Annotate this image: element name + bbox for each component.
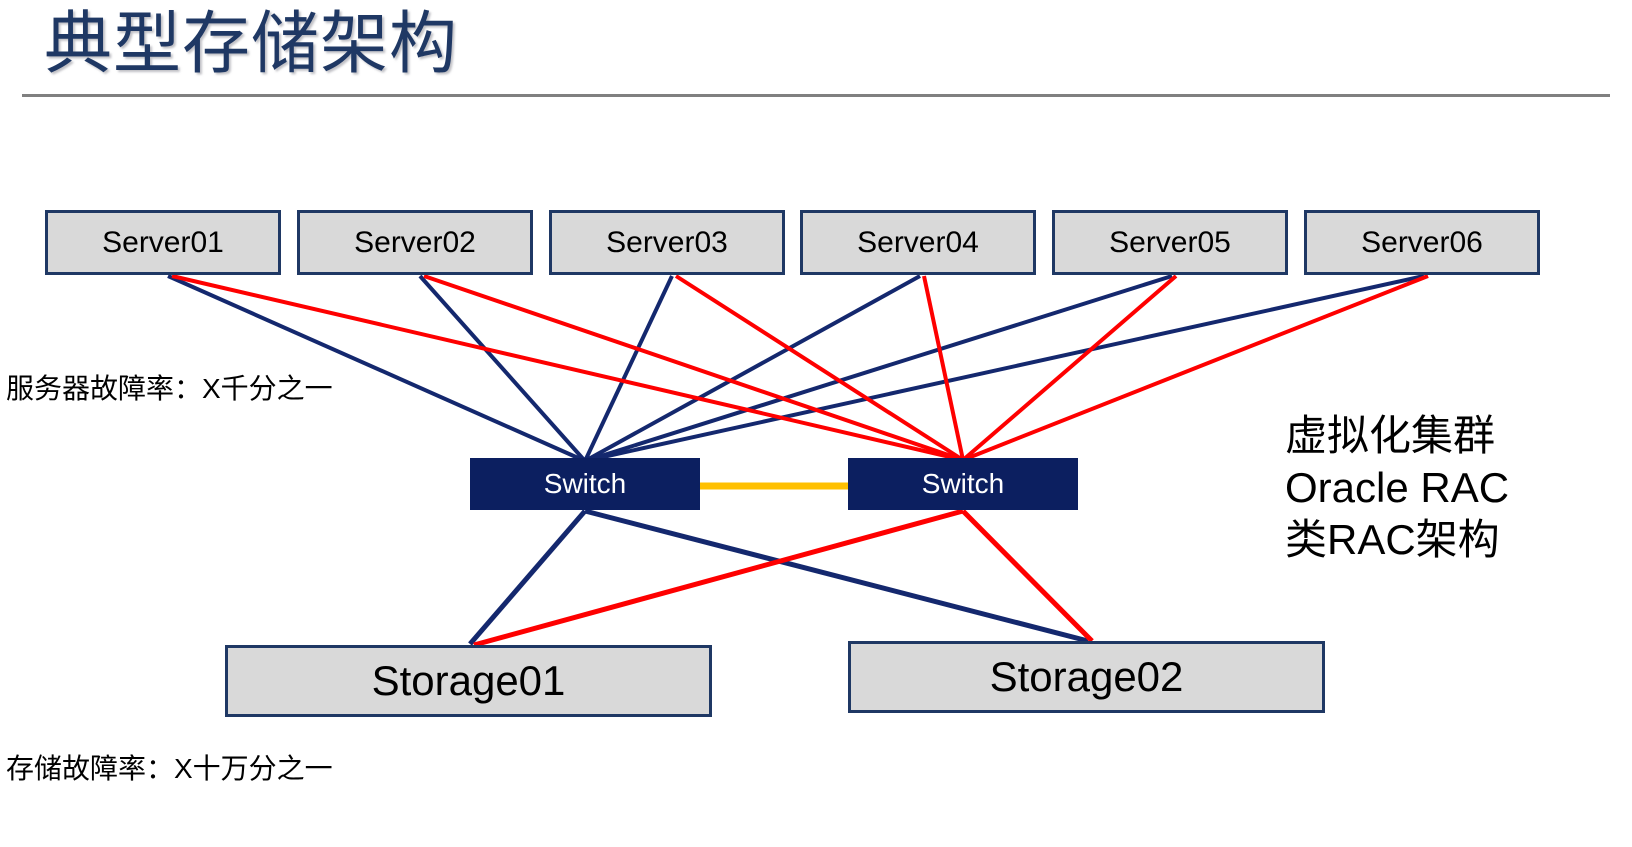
title-area: 典型存储架构 (0, 0, 1632, 100)
node-label: Server03 (606, 225, 728, 259)
link-switch-a-to-storage02 (584, 508, 1089, 644)
link-server04-to-switch-a (584, 274, 921, 463)
link-server04-to-switch-b (922, 275, 965, 461)
title-divider (22, 94, 1610, 97)
node-server-05[interactable]: Server05 (1052, 210, 1288, 275)
link-switch-b-to-storage02 (961, 509, 1094, 643)
link-server03-to-switch-a (583, 275, 674, 462)
node-switch-a[interactable]: Switch (470, 458, 700, 510)
node-storage-02[interactable]: Storage02 (848, 641, 1325, 713)
page-title: 典型存储架构 (44, 6, 459, 82)
node-label: Switch (543, 468, 627, 499)
node-switch-b[interactable]: Switch (848, 458, 1078, 510)
node-server-04[interactable]: Server04 (800, 210, 1036, 275)
server-failure-rate-note: 服务器故障率：X千分之一 (6, 373, 333, 404)
storage-failure-rate-note: 存储故障率：X十万分之一 (6, 753, 333, 784)
link-switch-a-to-storage01 (468, 509, 587, 646)
link-server02-to-switch-b (423, 274, 964, 462)
node-label: Storage02 (989, 653, 1184, 700)
node-storage-01[interactable]: Storage01 (225, 645, 712, 717)
node-server-06[interactable]: Server06 (1304, 210, 1540, 275)
cluster-note-line-2: Oracle RAC (1285, 464, 1510, 511)
node-label: Switch (921, 468, 1005, 499)
link-server03-to-switch-b (674, 274, 965, 462)
link-switch-b-to-storage01 (473, 508, 964, 648)
node-label: Server02 (354, 225, 476, 259)
node-label: Server06 (1361, 225, 1483, 259)
node-label: Server01 (102, 225, 224, 259)
node-label: Server04 (857, 225, 979, 259)
node-server-03[interactable]: Server03 (549, 210, 785, 275)
node-server-01[interactable]: Server01 (45, 210, 281, 275)
link-server05-to-switch-b (961, 274, 1178, 462)
cluster-note: 虚拟化集群 Oracle RAC 类RAC架构 (1285, 410, 1509, 566)
node-label: Storage01 (371, 657, 566, 704)
link-server05-to-switch-a (584, 274, 1173, 463)
link-server01-to-switch-a (167, 274, 586, 463)
link-server02-to-switch-a (418, 274, 587, 463)
node-label: Server05 (1109, 225, 1231, 259)
link-server01-to-switch-b (171, 274, 964, 462)
cluster-note-line-1: 虚拟化集群 (1285, 412, 1496, 459)
cluster-note-line-3: 类RAC架构 (1285, 516, 1500, 563)
node-server-02[interactable]: Server02 (297, 210, 533, 275)
